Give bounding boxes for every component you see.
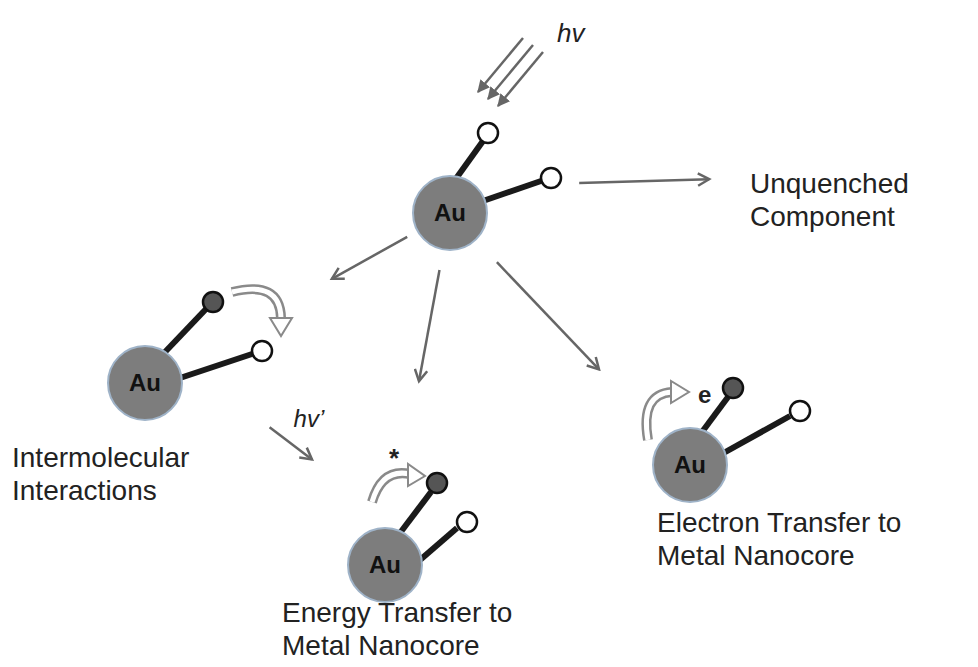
light-rays (478, 38, 543, 106)
excited-state-mark: * (389, 443, 399, 474)
process-arrow (332, 237, 407, 279)
gold-core: Au (412, 175, 488, 251)
process-caption: Intermolecular Interactions (12, 442, 262, 508)
light-symbol: hv (557, 18, 584, 49)
process-arrow (419, 270, 440, 381)
core-symbol: Au (654, 429, 726, 501)
ligand (165, 292, 272, 378)
gold-core: AuElectron Transfer to Metal Nanocore (652, 427, 728, 503)
gold-core: AuIntermolecular Interactions (107, 345, 183, 421)
edge-label: hv’ (292, 405, 327, 433)
process-arrow (579, 179, 709, 183)
electron-symbol: e (698, 381, 711, 409)
curved-arrow (232, 289, 292, 336)
outcome-text: Unquenched Component (750, 168, 965, 234)
core-symbol: Au (349, 529, 421, 601)
process-arrow (497, 262, 599, 369)
process-caption: Energy Transfer to Metal Nanocore (282, 597, 557, 663)
core-symbol: Au (414, 177, 486, 249)
outcome-label: Unquenched Component (750, 168, 965, 234)
gold-core: AuEnergy Transfer to Metal Nanocore (347, 527, 423, 603)
core-symbol: Au (109, 347, 181, 419)
process-caption: Electron Transfer to Metal Nanocore (657, 507, 957, 573)
